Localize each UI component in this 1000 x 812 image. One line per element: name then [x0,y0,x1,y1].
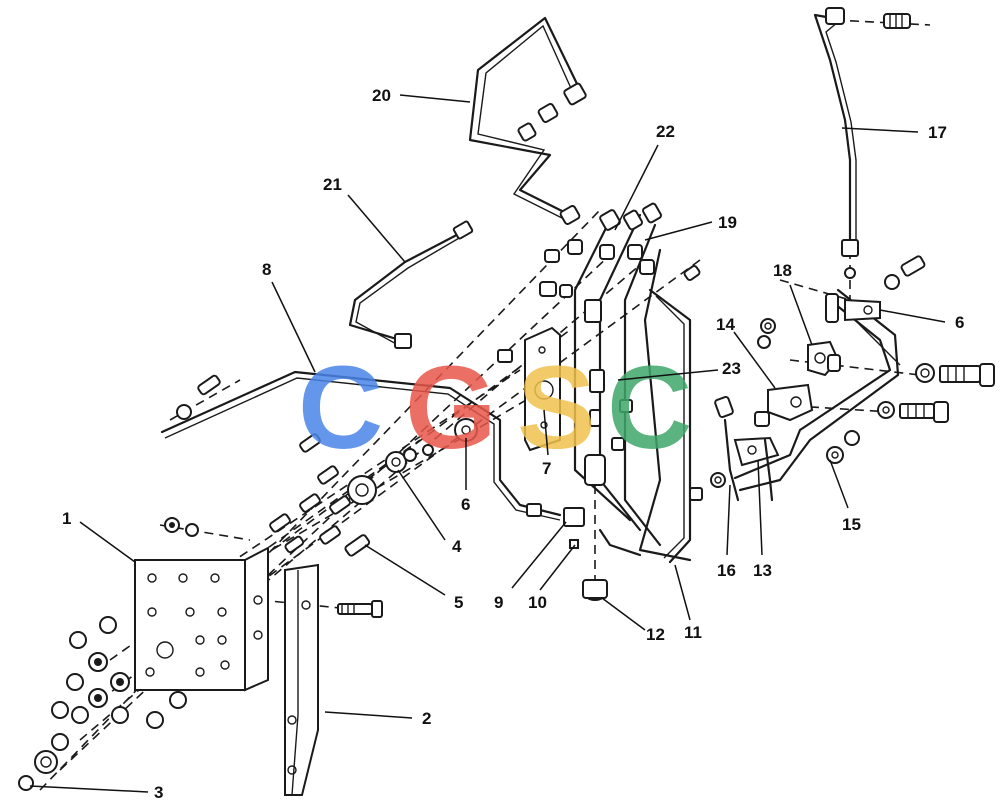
callout-1: 1 [62,509,71,528]
callout-3: 3 [154,783,163,802]
callout-16: 16 [717,561,736,580]
callout-2: 2 [422,709,431,728]
spacers [347,418,478,505]
callout-19: 19 [718,213,737,232]
fitting-series [176,374,371,557]
cgsc-watermark: C G S C [298,342,692,474]
callout-23: 23 [722,359,741,378]
watermark-letter-c2: C [607,342,692,474]
watermark-letter-s: S [517,342,596,474]
part-2-strap [284,563,319,796]
callout-12: 12 [646,625,665,644]
callout-17: 17 [928,123,947,142]
callout-13: 13 [753,561,772,580]
part-21-tube [348,220,513,363]
callout-labels: 1 2 3 4 5 6 6 7 8 9 10 11 12 13 14 15 16… [62,86,964,802]
callout-8: 8 [262,260,271,279]
callout-22: 22 [656,122,675,141]
callout-15: 15 [842,515,861,534]
callout-14: 14 [716,315,735,334]
watermark-letter-g: G [405,342,497,474]
callout-20: 20 [372,86,391,105]
part-17-tube [813,7,911,279]
callout-6-right: 6 [955,313,964,332]
watermark-letter-c1: C [298,342,383,474]
part-9-10-12 [563,454,608,601]
callout-4: 4 [452,537,462,556]
leader-lines [29,94,946,793]
callout-18: 18 [773,261,792,280]
bolt-strap [337,600,383,618]
part-7-bracket [524,326,561,452]
nut-cluster [18,517,199,791]
part-8-tube [160,370,562,521]
tube-bundle [539,202,701,564]
callout-11: 11 [684,623,702,642]
callout-6-left: 6 [461,495,470,514]
right-bracket-assembly [689,255,995,502]
callout-9: 9 [494,593,503,612]
callout-5: 5 [454,593,463,612]
callout-7: 7 [542,459,551,478]
callout-21: 21 [323,175,342,194]
part-1-mounting-plate [134,546,269,692]
part-20-tube [468,16,587,225]
callout-10: 10 [528,593,547,612]
